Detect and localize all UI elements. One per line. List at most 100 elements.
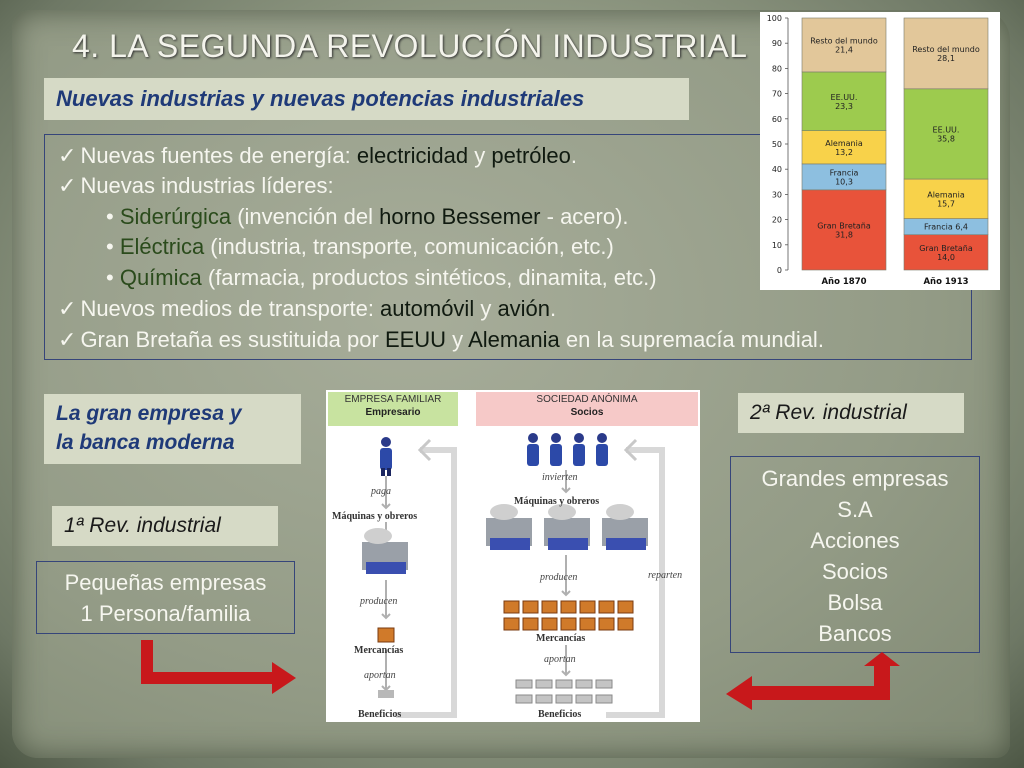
rev2-box: 2ª Rev. industrial: [738, 393, 964, 433]
text: y: [468, 143, 492, 168]
data-label: Francia: [830, 168, 859, 177]
text: - acero).: [540, 204, 629, 229]
bullet-dot: •: [106, 204, 120, 229]
bar-segment: [903, 234, 989, 271]
text-automovil: automóvil: [380, 296, 475, 321]
bar-segment: [801, 17, 887, 73]
y-tick-label: 40: [772, 165, 782, 174]
data-label: Gran Bretaña: [919, 244, 973, 253]
data-label: Alemania: [825, 139, 863, 148]
data-label: 21,4: [835, 45, 853, 54]
text: (industria, transporte, comunicación, et…: [204, 234, 614, 259]
small-business-box: Pequeñas empresas 1 Persona/familia: [36, 561, 295, 634]
text-siderurgica: Siderúrgica: [119, 204, 232, 229]
rev2-label: 2ª Rev. industrial: [750, 401, 907, 424]
subtitle: Nuevas industrias y nuevas potencias ind…: [56, 86, 585, 111]
producen-left-label: producen: [360, 596, 398, 607]
big-business-line: Grandes empresas: [761, 466, 949, 491]
text: (invención del: [231, 204, 380, 229]
y-tick-label: 20: [772, 216, 782, 225]
x-tick-label: Año 1870: [821, 277, 866, 287]
data-label: 31,8: [835, 230, 853, 239]
arrow-left-icon: [726, 652, 900, 710]
check-icon: ✓: [58, 327, 77, 352]
right-header-1: SOCIEDAD ANÓNIMA: [536, 394, 638, 405]
text: .: [550, 296, 557, 321]
small-business-line: Pequeñas empresas: [64, 570, 267, 595]
data-label: EE.UU.: [831, 93, 858, 102]
check-icon: ✓: [58, 296, 77, 321]
y-tick-label: 100: [767, 14, 782, 23]
data-label: 23,3: [835, 102, 853, 111]
data-label: 14,0: [937, 253, 955, 262]
businessman-icon: [380, 437, 392, 476]
data-label: Gran Bretaña: [817, 221, 871, 230]
rev1-box: 1ª Rev. industrial: [52, 506, 278, 546]
left-header-2: Empresario: [365, 407, 421, 418]
data-label: Francia 6,4: [924, 223, 968, 232]
page-title: 4. LA SEGUNDA REVOLUCIÓN INDUSTRIAL: [72, 28, 748, 64]
goods-box-icon: [377, 627, 395, 643]
arrow-right-icon: [141, 640, 296, 694]
text-alemania: Alemania: [468, 327, 560, 352]
text-avion: avión: [497, 296, 551, 321]
data-label: 15,7: [937, 199, 955, 208]
text: Nuevas fuentes de energía:: [80, 143, 357, 168]
paga-label: paga: [371, 486, 391, 497]
text: Nuevos medios de transporte:: [80, 296, 381, 321]
aportan-right-label: aportan: [544, 654, 576, 665]
aportan-left-label: aportan: [364, 670, 396, 681]
text-eeuu: EEUU: [384, 327, 447, 352]
data-label: Alemania: [927, 190, 965, 199]
y-tick-label: 60: [772, 115, 782, 124]
beneficios-left-label: Beneficios: [358, 709, 402, 720]
text-quimica: Química: [119, 265, 202, 290]
maquinas-right-label: Máquinas y obreros: [514, 496, 600, 507]
bar-segment: [903, 17, 989, 90]
text-electrica: Eléctrica: [119, 234, 205, 259]
text-petroleo: petróleo: [491, 143, 571, 168]
check-icon: ✓: [58, 143, 77, 168]
subbullet-siderurgica: • Siderúrgica (invención del horno Besse…: [106, 204, 629, 230]
diagram-svg: [328, 392, 698, 718]
bullet-dot: •: [106, 234, 120, 259]
subbullet-electrica: • Eléctrica (industria, transporte, comu…: [106, 234, 614, 260]
right-header-2: Socios: [570, 407, 604, 418]
mercancias-right-label: Mercancías: [536, 633, 586, 644]
data-label: 35,8: [937, 134, 955, 143]
producen-right-label: producen: [540, 572, 578, 583]
text: Gran Bretaña es sustituida por: [80, 327, 385, 352]
big-business-line: Bancos: [818, 621, 892, 646]
x-tick-label: Año 1913: [923, 277, 968, 287]
y-tick-label: 50: [772, 140, 782, 149]
maquinas-left-label: Máquinas y obreros: [332, 511, 418, 522]
big-business-line: Acciones: [810, 528, 900, 553]
reparten-label: reparten: [648, 570, 683, 581]
text: Nuevas industrias líderes:: [80, 173, 334, 198]
big-business-line: Bolsa: [827, 590, 883, 615]
gran-empresa-line2: la banca moderna: [56, 431, 235, 454]
factory-icon: [486, 504, 648, 550]
company-comparison-diagram: EMPRESA FAMILIAR Empresario SOCIEDAD ANÓ…: [326, 390, 700, 722]
money-stack-icon: [515, 679, 613, 704]
data-label: Resto del mundo: [912, 45, 980, 54]
left-header-bg: [328, 392, 458, 426]
text-bessemer: horno Bessemer: [379, 204, 541, 229]
data-label: 10,3: [835, 177, 853, 186]
y-tick-label: 10: [772, 241, 782, 250]
big-business-box: Grandes empresas S.A Acciones Socios Bol…: [730, 456, 980, 653]
big-business-line: S.A: [837, 497, 873, 522]
big-business-line: Socios: [821, 559, 889, 584]
invierten-label: invierten: [542, 472, 578, 483]
text: (farmacia, productos sintéticos, dinamit…: [201, 265, 657, 290]
gran-empresa-box: La gran empresa y la banca moderna: [44, 394, 301, 464]
bullet-supremacia: ✓Gran Bretaña es sustituida por EEUU y A…: [58, 327, 824, 353]
subtitle-box: Nuevas industrias y nuevas potencias ind…: [44, 78, 689, 120]
bar-segment: [903, 88, 989, 180]
gran-empresa-line1: La gran empresa y: [56, 402, 242, 425]
bullet-dot: •: [106, 265, 120, 290]
y-tick-label: 0: [777, 266, 782, 275]
money-icon: [378, 690, 394, 698]
